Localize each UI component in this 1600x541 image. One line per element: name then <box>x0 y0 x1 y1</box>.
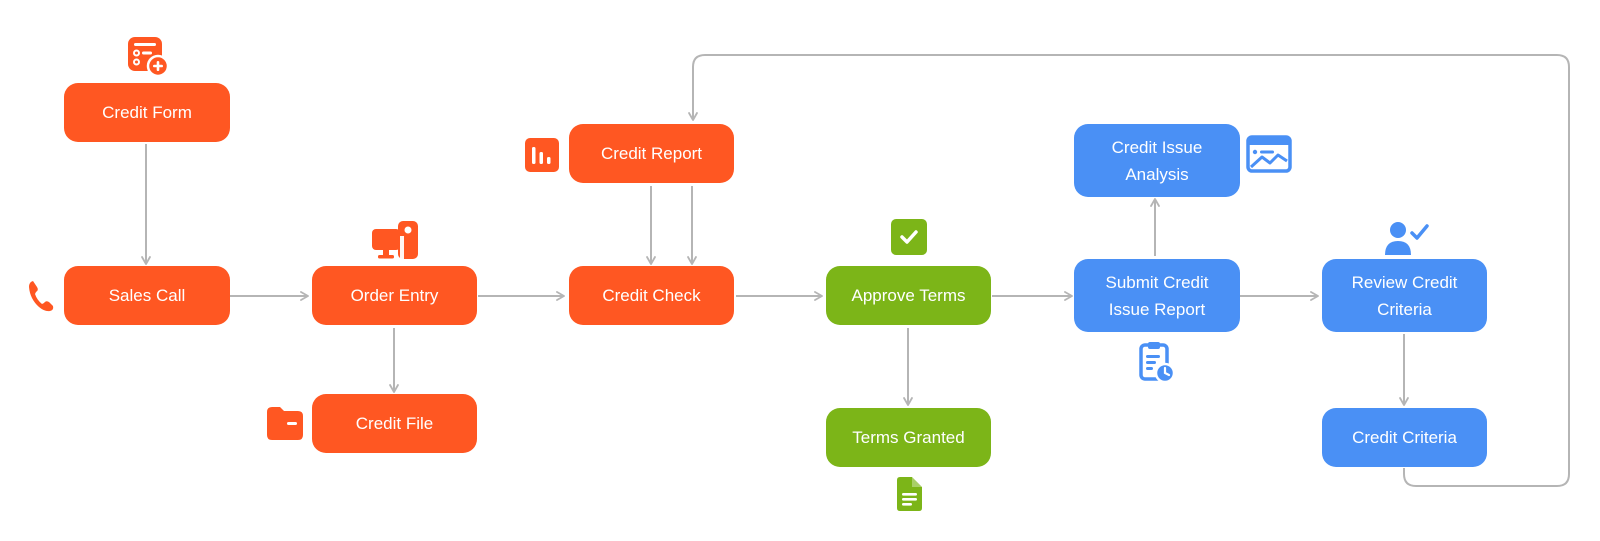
approve-terms-node[interactable]: Approve Terms <box>826 266 991 325</box>
credit-file-node[interactable]: Credit File <box>312 394 477 453</box>
submit-credit-issue-report-node[interactable]: Submit Credit Issue Report <box>1074 259 1240 332</box>
credit-criteria-node[interactable]: Credit Criteria <box>1322 408 1487 467</box>
order-entry-node[interactable]: Order Entry <box>312 266 477 325</box>
checkmark-icon <box>891 219 927 255</box>
document-icon <box>897 477 922 511</box>
folder-icon <box>267 407 303 440</box>
edge-credit-criteria-loop-to-credit-report <box>688 54 1570 487</box>
credit-report-node[interactable]: Credit Report <box>569 124 734 183</box>
bar-chart-icon <box>525 138 559 172</box>
terms-granted-node[interactable]: Terms Granted <box>826 408 991 467</box>
computer-person-icon <box>372 221 418 259</box>
user-check-icon <box>1385 222 1429 255</box>
credit-check-node[interactable]: Credit Check <box>569 266 734 325</box>
sales-call-node[interactable]: Sales Call <box>64 266 230 325</box>
review-credit-criteria-node[interactable]: Review Credit Criteria <box>1322 259 1487 332</box>
clipboard-clock-icon <box>1139 342 1176 384</box>
form-add-icon <box>128 37 170 77</box>
phone-icon <box>29 281 54 312</box>
credit-form-node[interactable]: Credit Form <box>64 83 230 142</box>
credit-issue-analysis-node[interactable]: Credit Issue Analysis <box>1074 124 1240 197</box>
image-chart-icon <box>1246 135 1292 173</box>
